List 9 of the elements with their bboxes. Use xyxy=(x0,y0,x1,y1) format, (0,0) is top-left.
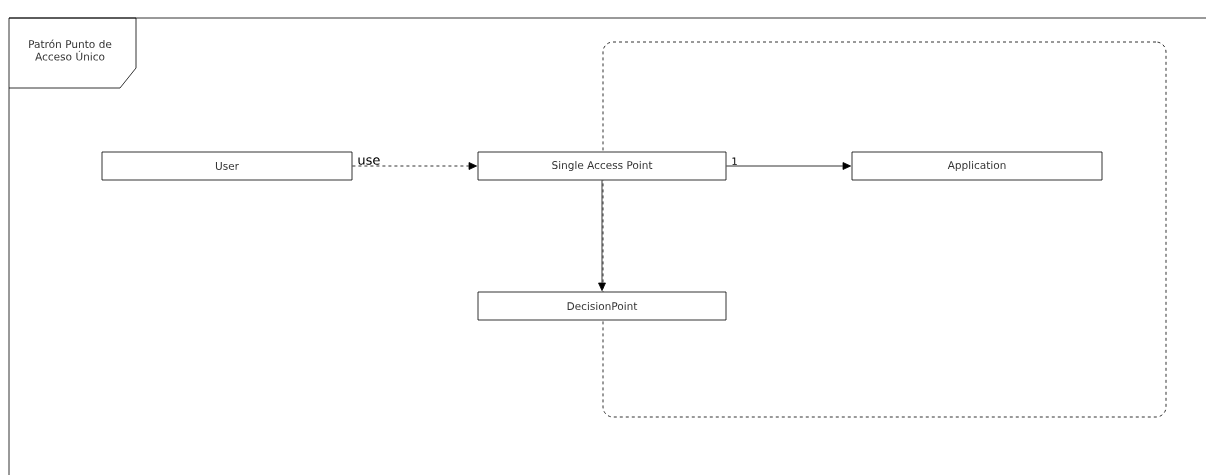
class-box: DecisionPoint xyxy=(477,291,727,321)
class-box: User xyxy=(101,151,353,181)
arrow xyxy=(726,162,852,170)
edge-label: use xyxy=(358,157,380,165)
arrow xyxy=(598,180,606,291)
arrow xyxy=(352,162,477,170)
class-box: Application xyxy=(851,151,1103,181)
class-box: Single Access Point xyxy=(477,151,727,181)
edge-label: 1 xyxy=(732,157,737,165)
